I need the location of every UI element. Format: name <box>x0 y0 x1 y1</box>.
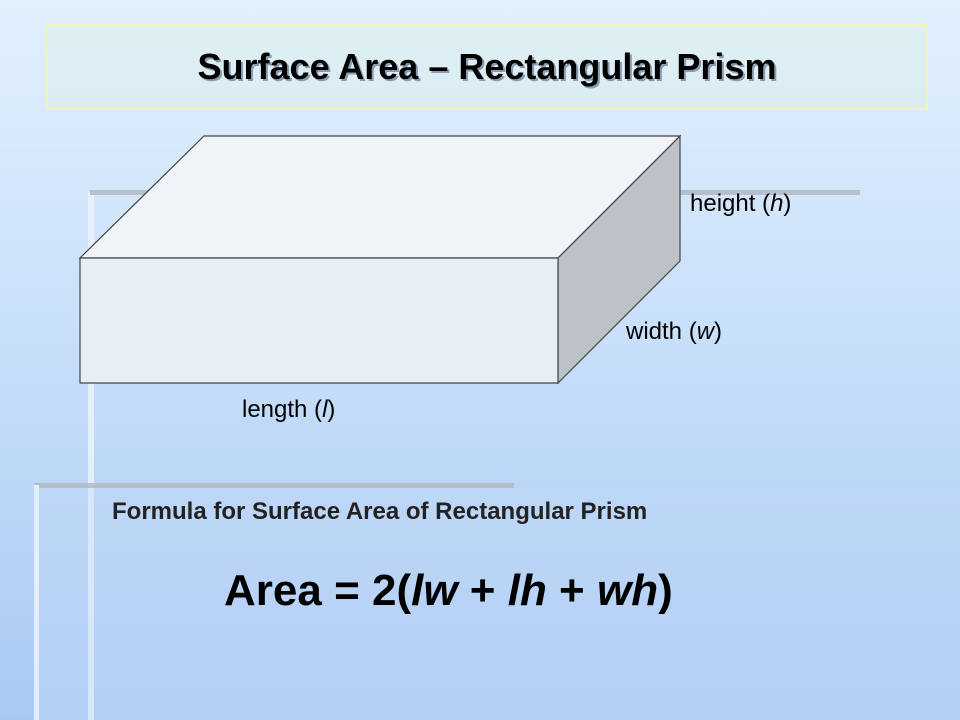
prism-front-face <box>79 257 559 384</box>
width-label-close: ) <box>714 318 723 345</box>
formula-term-wh: wh <box>596 566 659 615</box>
height-label-close: ) <box>783 190 792 217</box>
length-label-close: ) <box>327 396 336 423</box>
formula-term-lh: lh <box>507 566 547 615</box>
formula-plus-2: + <box>546 566 597 615</box>
formula-prefix: Area = 2( <box>224 566 412 615</box>
decor-bar-lower-vertical <box>34 485 39 720</box>
length-variable: l <box>322 396 328 423</box>
height-label: height (h) <box>690 190 791 218</box>
formula-heading: Formula for Surface Area of Rectangular … <box>112 498 648 525</box>
decor-bar-left-vertical <box>88 192 94 720</box>
formula-plus-1: + <box>457 566 508 615</box>
height-label-text: height ( <box>690 190 771 217</box>
formula-term-lw: lw <box>411 566 458 615</box>
height-variable: h <box>770 190 784 217</box>
width-variable: w <box>696 318 715 345</box>
title-box: Surface Area – Rectangular Prism <box>46 24 928 110</box>
formula-suffix: ) <box>658 566 673 615</box>
decor-panel-lower <box>39 488 960 720</box>
length-label: length (l) <box>242 396 335 424</box>
width-label-text: width ( <box>626 318 697 345</box>
surface-area-formula: Area = 2(lw + lh + wh) <box>224 566 673 616</box>
slide-title: Surface Area – Rectangular Prism <box>197 46 777 87</box>
length-label-text: length ( <box>242 396 323 423</box>
width-label: width (w) <box>626 318 722 346</box>
decor-bar-lower-horizontal <box>34 483 514 488</box>
